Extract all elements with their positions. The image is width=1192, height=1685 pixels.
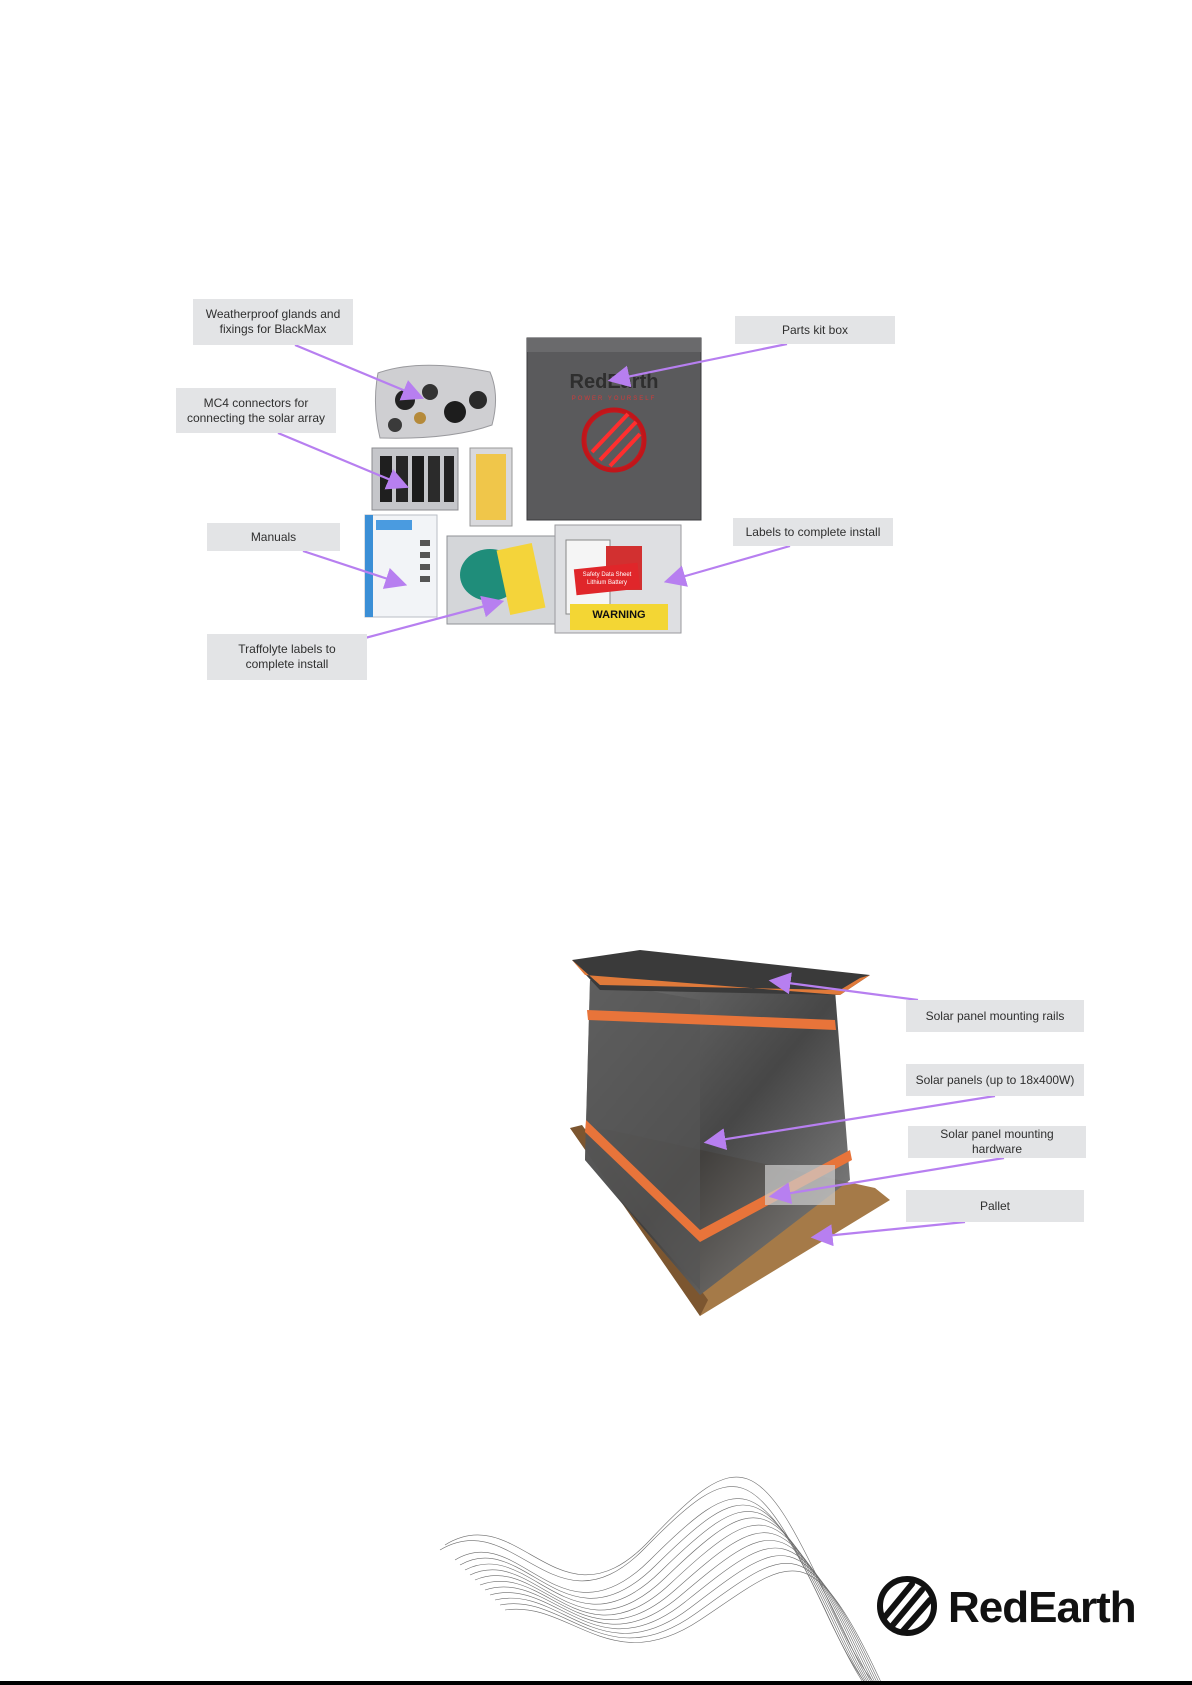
parts-kit-box-image: RedEarth POWER YOURSELF (526, 337, 702, 521)
label-mounting-rails: Solar panel mounting rails (906, 1000, 1084, 1032)
pallet-image (570, 950, 890, 1316)
label-pallet: Pallet (906, 1190, 1084, 1222)
yellow-pack-image (469, 447, 513, 527)
labels-bag-image: Safety Data Sheet Lithium Battery WARNIN… (554, 524, 682, 634)
label-solar-panels: Solar panels (up to 18x400W) (906, 1064, 1084, 1096)
mc4-bag-image (371, 447, 459, 511)
label-mc4: MC4 connectors for connecting the solar … (176, 388, 336, 433)
sticker-warning: WARNING (592, 609, 645, 621)
box-tagline-text: POWER YOURSELF (572, 396, 657, 402)
kit-arrows (277, 342, 791, 640)
pallet-arrows (703, 972, 1005, 1247)
traffolyte-bag-image (446, 535, 558, 625)
label-manuals: Manuals (207, 523, 340, 551)
footer-wave-graphic (439, 1476, 1010, 1685)
manuals-image (364, 514, 438, 618)
sticker-line2: Lithium Battery (587, 580, 627, 586)
label-mounting-hardware: Solar panel mounting hardware (908, 1126, 1086, 1158)
sticker-line1: Safety Data Sheet (583, 572, 632, 578)
label-parts-kit-box: Parts kit box (735, 316, 895, 344)
footer-logo-icon (877, 1576, 937, 1636)
footer-brand-text: RedEarth (948, 1583, 1136, 1632)
bottom-rule (0, 1681, 1192, 1685)
label-install-labels: Labels to complete install (733, 518, 893, 546)
label-traffolyte: Traffolyte labels to complete install (207, 634, 367, 680)
label-glands: Weatherproof glands and fixings for Blac… (193, 299, 353, 345)
glands-bag-image (374, 364, 496, 439)
